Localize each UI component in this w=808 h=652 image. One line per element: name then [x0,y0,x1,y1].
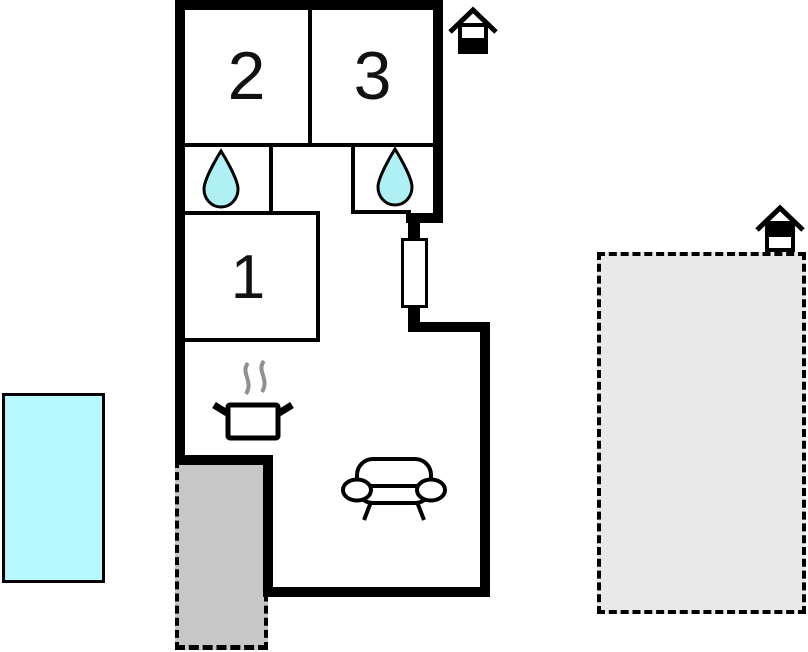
wall-top [175,0,443,10]
room-1-label: 1 [230,243,266,312]
house-filled-upper-half [767,223,793,237]
partition-hall-bottom [180,211,320,215]
partition-room1-right [316,213,320,342]
cooking-pot-icon [212,360,294,441]
partition-bath1-right [269,143,273,215]
ground-plot-area [597,252,806,614]
water-drop-shape [376,146,414,207]
wall-right-lower [480,322,490,597]
sofa-armrest-left [341,477,373,503]
sofa-leg-right [415,501,426,521]
wall-jog-upper [406,213,443,223]
wall-stub-above-window [408,220,420,242]
wall-right-upper [433,0,443,223]
steam-line [259,360,267,394]
house-upper-floor-icon [755,204,805,252]
partition-bath2-bottom [351,210,411,214]
terrace-area [175,460,268,650]
steam-line [243,361,251,396]
room-2-label: 2 [227,38,266,114]
pot-body [225,402,281,441]
sofa-armrest-right [415,477,447,503]
house-roof [755,204,805,232]
water-drop-shape [202,148,240,209]
window-flue [401,238,428,308]
room-3-label: 3 [353,38,392,114]
wall-left [175,0,185,465]
wall-jog-lower [408,322,490,332]
sofa-icon [341,457,447,521]
partition-room2-room3 [308,10,312,147]
pot-handle-right [277,402,294,416]
wall-kitchen-bottom [175,455,273,465]
pot-handle-left [212,402,229,416]
partition-room1-bottom [180,338,320,342]
house-lower-floor-icon [448,6,498,54]
house-filled-lower-half [460,38,486,52]
wall-bottom [263,587,490,597]
water-drop-icon [376,146,414,207]
swimming-pool-area [2,393,105,583]
sofa-leg-left [362,501,373,521]
partition-bath2-left [351,143,355,214]
house-roof [448,6,498,34]
water-drop-icon [202,148,240,209]
wall-terrace-right [263,458,273,597]
